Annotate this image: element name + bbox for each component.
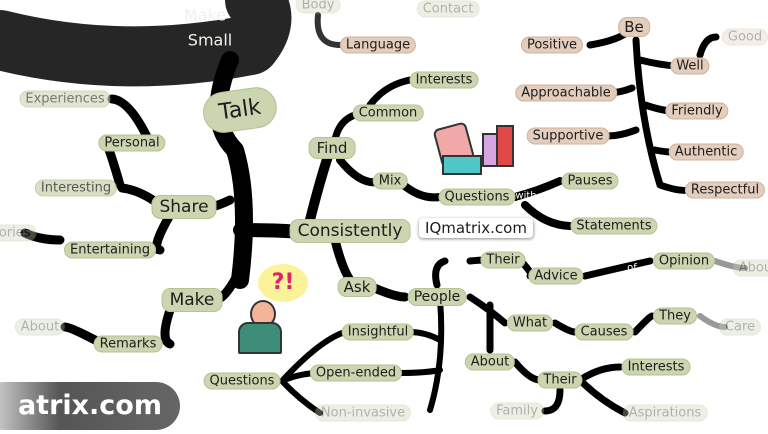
node-mix[interactable]: Mix — [372, 172, 408, 190]
branch-make-small — [0, 0, 292, 87]
branch-be — [586, 26, 720, 194]
node-pauses[interactable]: Pauses — [561, 172, 619, 190]
node-about-right[interactable]: About — [732, 259, 768, 277]
connector-of: of — [627, 262, 637, 274]
node-what[interactable]: What — [506, 314, 554, 332]
watermark-logo: atrix.com — [0, 382, 180, 430]
node-personal[interactable]: Personal — [98, 134, 166, 152]
node-authentic[interactable]: Authentic — [668, 143, 744, 161]
node-care[interactable]: Care — [718, 318, 762, 336]
node-good[interactable]: Good — [721, 28, 768, 46]
node-questions-mix[interactable]: Questions — [438, 188, 516, 206]
node-people[interactable]: People — [407, 288, 467, 306]
node-language[interactable]: Language — [339, 36, 417, 54]
branch-make — [20, 228, 245, 349]
node-well[interactable]: Well — [670, 57, 710, 75]
branch-share — [101, 94, 235, 255]
node-interests-top[interactable]: Interests — [409, 71, 479, 89]
node-experiences[interactable]: Experiences — [19, 90, 111, 108]
node-advice[interactable]: Advice — [528, 267, 584, 285]
node-family[interactable]: Family — [490, 402, 544, 420]
node-be[interactable]: Be — [618, 17, 650, 37]
node-find[interactable]: Find — [308, 137, 356, 159]
branch-find-mix — [336, 156, 574, 230]
node-make[interactable]: Make — [161, 288, 223, 312]
node-respectful[interactable]: Respectful — [684, 181, 766, 199]
thinking-man-icon: ?! — [236, 262, 316, 357]
branch-consistently-find — [305, 145, 335, 225]
node-remarks[interactable]: Remarks — [93, 335, 163, 353]
node-aspirations[interactable]: Aspirations — [622, 404, 708, 422]
connector-for: for — [449, 255, 463, 267]
node-make-small-2[interactable]: Small — [187, 30, 233, 50]
node-non-invasive[interactable]: Non-invasive — [314, 404, 412, 422]
node-supportive[interactable]: Supportive — [526, 127, 610, 145]
branch-language — [314, 12, 343, 48]
node-common[interactable]: Common — [352, 104, 424, 122]
node-their-1[interactable]: Their — [480, 251, 526, 269]
node-contact[interactable]: Contact — [416, 0, 480, 18]
blender-cartoon-icon — [432, 105, 522, 180]
node-consistently[interactable]: Consistently — [289, 219, 411, 243]
node-ask[interactable]: Ask — [337, 277, 377, 297]
connector-with: with — [515, 190, 537, 202]
node-about-mid[interactable]: About — [464, 353, 516, 371]
node-insightful[interactable]: Insightful — [341, 323, 415, 341]
node-body[interactable]: Body — [295, 0, 341, 14]
node-questions[interactable]: Questions — [203, 372, 281, 390]
node-statements[interactable]: Statements — [570, 217, 658, 235]
node-interests-bottom[interactable]: Interests — [621, 358, 691, 376]
node-friendly[interactable]: Friendly — [665, 102, 729, 120]
node-entertaining[interactable]: Entertaining — [64, 241, 156, 259]
branch-opinion-about — [697, 258, 748, 330]
node-causes[interactable]: Causes — [574, 323, 634, 341]
node-make-small-1[interactable]: Make — [183, 5, 227, 25]
node-their-2[interactable]: Their — [537, 371, 583, 389]
branch-questions — [279, 297, 445, 416]
node-opinion[interactable]: Opinion — [652, 252, 716, 270]
iqmatrix-label: IQmatrix.com — [419, 218, 533, 238]
node-interesting[interactable]: Interesting — [34, 179, 118, 197]
node-about-left[interactable]: About — [14, 318, 66, 336]
node-share[interactable]: Share — [151, 195, 217, 219]
node-approachable[interactable]: Approachable — [515, 84, 617, 102]
node-positive[interactable]: Positive — [520, 36, 584, 54]
node-stories[interactable]: Stories — [0, 224, 37, 242]
node-they[interactable]: They — [653, 307, 697, 325]
node-open-ended[interactable]: Open-ended — [309, 364, 403, 382]
